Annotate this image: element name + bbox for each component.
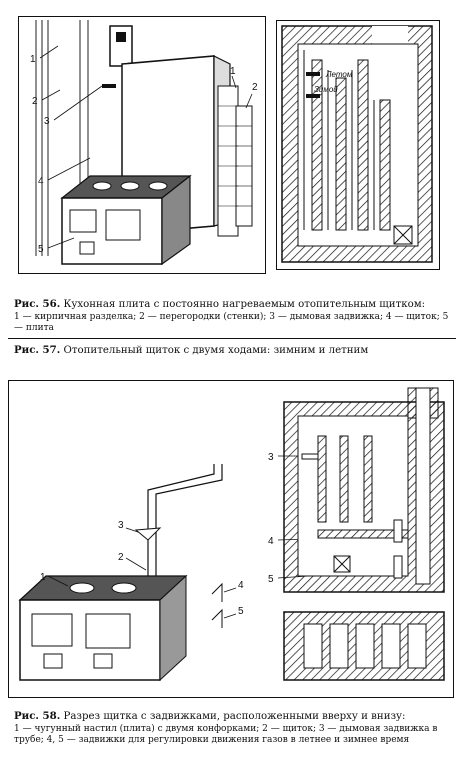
fig57-flow-summer: Летом [325, 70, 353, 79]
fig56-stove-drawing: 1 2 3 4 5 1 2 [30, 20, 258, 266]
fig57-drawing-frame [276, 20, 440, 270]
fig56-callout-4: 4 [38, 176, 44, 187]
fig57-label: Рис. 57. [14, 344, 61, 356]
fig56-callout-3: 3 [44, 116, 50, 127]
fig58-section-callout-3: 3 [268, 452, 274, 463]
fig56-callout-2: 2 [32, 96, 38, 107]
fig58-callout-4: 4 [238, 580, 244, 591]
fig56-callout-1: 1 [30, 54, 36, 65]
fig56-callout-5: 5 [38, 244, 44, 255]
fig56-title: Кухонная плита с постоянно нагреваемым о… [63, 299, 426, 310]
fig56-label: Рис. 56. [14, 298, 61, 310]
fig56-callout-2b: 2 [252, 82, 258, 93]
fig58-label: Рис. 58. [14, 710, 61, 722]
fig58-callout-5: 5 [238, 606, 244, 617]
fig58-callout-2: 2 [118, 552, 124, 563]
fig58-drawing-frame [8, 380, 454, 698]
fig58-stove-drawing: 1 2 3 4 5 3 4 5 [18, 387, 445, 682]
fig57-caption: Рис. 57. Отопительный щиток с двумя хода… [14, 344, 454, 358]
divider [8, 338, 456, 339]
fig56-caption: Рис. 56. Кухонная плита с постоянно нагр… [14, 298, 454, 334]
fig58-callout-1: 1 [40, 572, 46, 583]
fig57-flow-winter: Зимой [314, 85, 338, 94]
fig58-section-callout-5: 5 [268, 574, 274, 585]
fig58-caption: Рис. 58. Разрез щитка с задвижками, расп… [14, 710, 454, 746]
fig57-shield-section: Летом Зимой [281, 25, 433, 263]
fig56-legend: 1 — кирпичная разделка; 2 — перегородки … [14, 311, 449, 333]
fig57-title: Отопительный щиток с двумя ходами: зимни… [63, 345, 369, 356]
fig58-callout-3: 3 [118, 520, 124, 531]
fig58-legend: 1 — чугунный настил (плита) с двумя конф… [14, 723, 438, 745]
fig56-drawing-frame [18, 16, 266, 274]
fig58-section-callout-4: 4 [268, 536, 274, 547]
fig56-callout-1b: 1 [230, 66, 236, 77]
fig58-title: Разрез щитка с задвижками, расположенным… [63, 711, 406, 722]
